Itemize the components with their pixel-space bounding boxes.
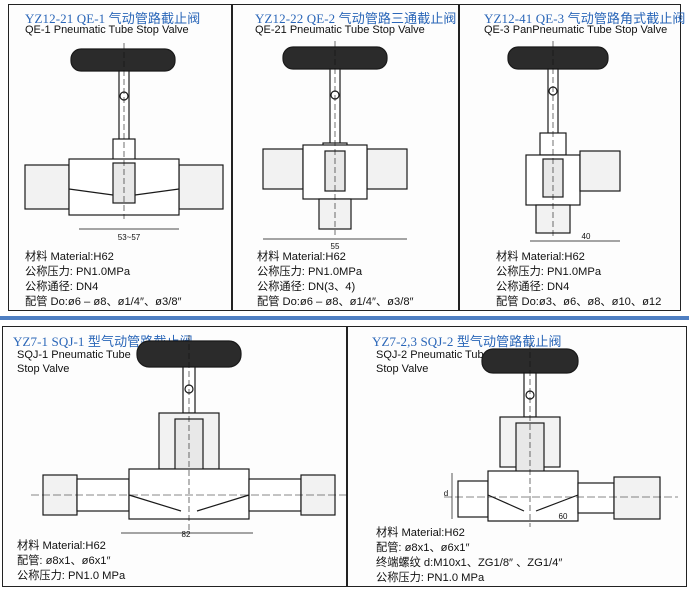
panel-subtitle: QE-1 Pneumatic Tube Stop Valve [25, 24, 189, 36]
valve-drawing-sqj1 [31, 335, 347, 534]
dimension-mark: 60 [559, 512, 568, 521]
spec-tube: 配管: ø8x1、ø6x1″ [376, 542, 470, 554]
spec-list: 材料 Material:H62 公称压力: PN1.0MPa 公称通径: DN(… [257, 250, 414, 310]
spec-material: 材料 Material:H62 [257, 251, 346, 263]
spec-thread: 终端螺纹 d:M10x1、ZG1/8″ 、ZG1/4″ [376, 557, 563, 569]
dimension-mark: 82 [182, 530, 191, 539]
spec-bore: 公称通径: DN(3、4) [257, 281, 356, 293]
panel-sqj2: YZ7-2,3 SQJ-2 型气动管路截止阀 SQJ-2 Pneumatic T… [347, 326, 687, 587]
panel-subtitle-line-2: Stop Valve [17, 363, 70, 375]
spec-list: 材料 Material:H62 公称压力: PN1.0MPa 公称通径: DN4… [496, 250, 661, 310]
dimension-label: 82 [182, 530, 191, 539]
spec-tube: 配管 Do:ø6 – ø8、ø1/4″、ø3/8″ [25, 296, 182, 308]
panel-subtitle-line-1: SQJ-2 Pneumatic Tube [376, 349, 490, 361]
spec-pressure: 公称压力: PN1.0MPa [25, 266, 131, 278]
spec-material: 材料 Material:H62 [376, 527, 465, 539]
spec-bore: 公称通径: DN4 [496, 281, 570, 293]
spec-material: 材料 Material:H62 [25, 251, 114, 263]
panel-subtitle: QE-3 PanPneumatic Tube Stop Valve [484, 24, 668, 36]
spec-material: 材料 Material:H62 [17, 540, 106, 552]
dimension-label: 55 [331, 242, 340, 251]
panel-sqj1: YZ7-1 SQJ-1 型气动管路截止阀 SQJ-1 Pneumatic Tub… [2, 326, 347, 587]
spec-tube: 配管 Do:ø3、ø6、ø8、ø10、ø12 [496, 296, 662, 308]
spec-list: 材料 Material:H62 配管: ø8x1、ø6x1″ 公称压力: PN1… [17, 539, 125, 584]
valve-drawing-qe1: 53~57 [24, 43, 224, 242]
spec-pressure: 公称压力: PN1.0 MPa [376, 572, 485, 584]
panel-subtitle-line-2: Stop Valve [376, 363, 429, 375]
valve-drawing-qe3: 40 [507, 41, 621, 242]
spec-tube: 配管 Do:ø6 – ø8、ø1/4″、ø3/8″ [257, 296, 414, 308]
spec-material: 材料 Material:H62 [496, 251, 585, 263]
panel-subtitle: QE-21 Pneumatic Tube Stop Valve [255, 24, 425, 36]
panel-subtitle-line-1: SQJ-1 Pneumatic Tube [17, 349, 131, 361]
spec-list: 材料 Material:H62 公称压力: PN1.0MPa 公称通径: DN4… [25, 250, 182, 310]
panel-qe3: YZ12-41 QE-3 气动管路角式截止阀 QE-3 PanPneumatic… [459, 4, 685, 311]
spec-pressure: 公称压力: PN1.0MPa [257, 266, 363, 278]
panel-qe2: YZ12-22 QE-2 气动管路三通截止阀 QE-21 Pneumatic T… [232, 4, 459, 311]
side-dimension-label: d [444, 489, 448, 498]
panel-title: YZ7-2,3 SQJ-2 型气动管路截止阀 [372, 334, 562, 349]
panel-qe1: YZ12-21 QE-1 气动管路截止阀 QE-1 Pneumatic Tube… [8, 4, 232, 311]
dimension-label: 53~57 [118, 233, 141, 242]
valve-drawing-qe2: 55 [262, 41, 408, 251]
spec-pressure: 公称压力: PN1.0MPa [496, 266, 602, 278]
section-divider [0, 316, 689, 320]
dimension-label: 60 [559, 512, 568, 521]
spec-pressure: 公称压力: PN1.0 MPa [17, 570, 126, 582]
spec-bore: 公称通径: DN4 [25, 281, 99, 293]
panel-title: YZ12-22 QE-2 气动管路三通截止阀 [255, 11, 457, 26]
valve-drawing-sqj2 [444, 343, 678, 527]
panel-title: YZ12-21 QE-1 气动管路截止阀 [25, 11, 201, 26]
spec-tube: 配管: ø8x1、ø6x1″ [17, 555, 111, 567]
side-dimension-mark: d [444, 489, 448, 498]
panel-title: YZ12-41 QE-3 气动管路角式截止阀 [484, 11, 686, 26]
dimension-label: 40 [582, 232, 591, 241]
spec-list: 材料 Material:H62 配管: ø8x1、ø6x1″ 终端螺纹 d:M1… [376, 526, 562, 586]
